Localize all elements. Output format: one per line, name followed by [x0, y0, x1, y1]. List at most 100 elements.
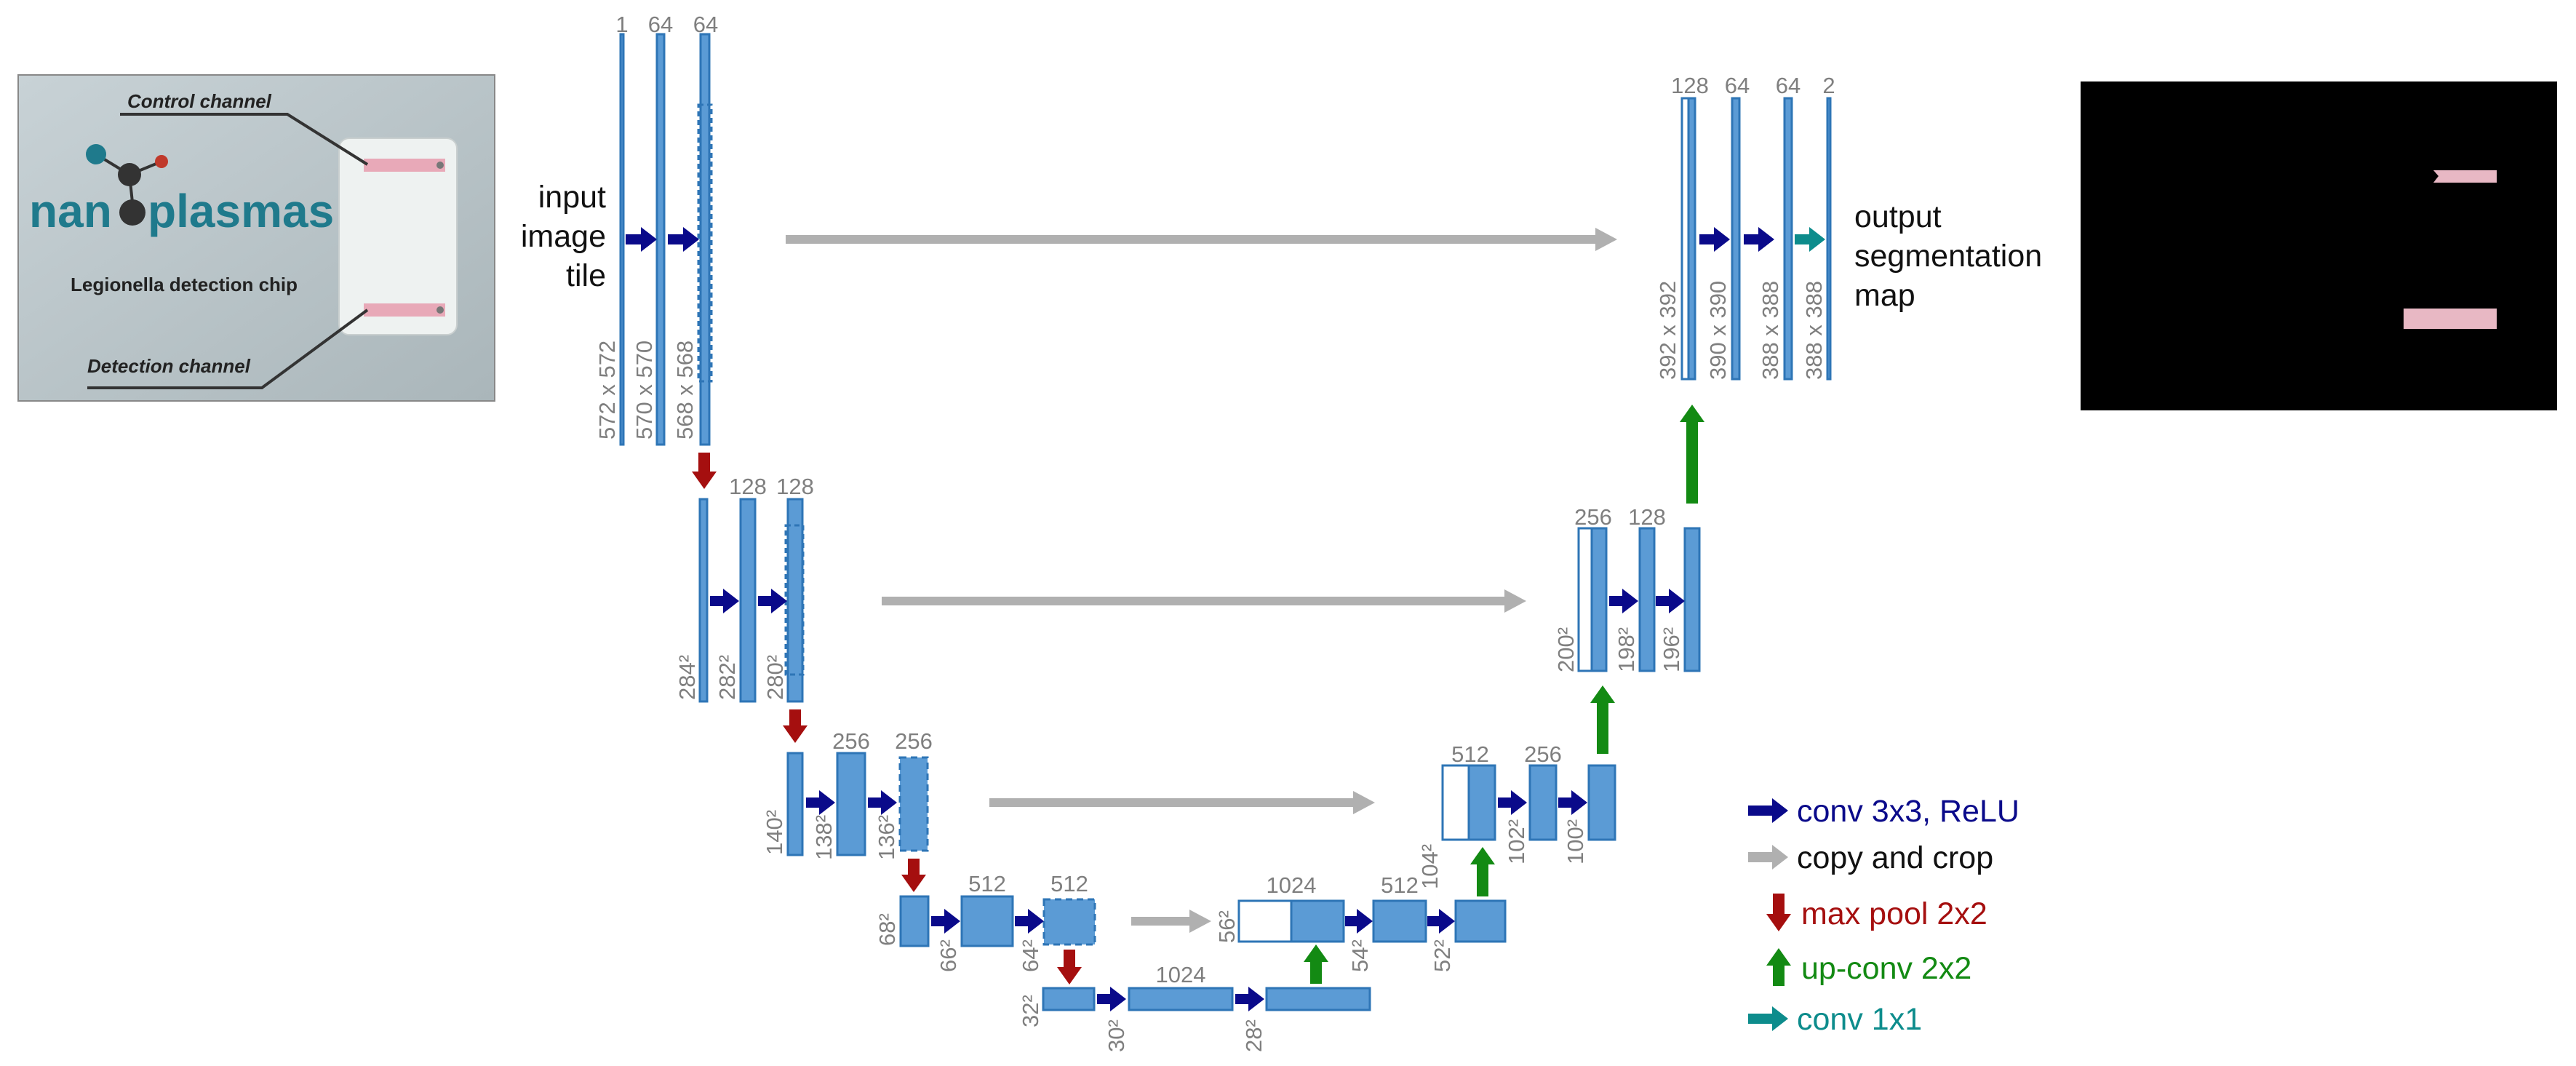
upconv-arrow-u2-shaft [1686, 421, 1698, 504]
legend-item-5-right-arrow-icon-shaft [1748, 1014, 1774, 1024]
u3-conv2-block [1587, 764, 1616, 841]
conv-arrow-l5-a-head [1110, 987, 1126, 1011]
pool-arrow-l1 [692, 453, 717, 489]
l2-channels-1: 128 [729, 474, 767, 499]
legend-item-1-right-arrow-icon-shaft [1748, 806, 1774, 816]
l5-size-2: 30² [1104, 1019, 1129, 1052]
conv-arrow-l5-a-shaft [1097, 994, 1112, 1004]
copy-arrow-l4 [1131, 910, 1211, 933]
conv-arrow-u2-a-head [1622, 589, 1638, 613]
conv-arrow-l2-a-head [723, 589, 739, 613]
conv-arrow-l3-b-shaft [868, 797, 882, 808]
conv-arrow-u1-b-head [1758, 227, 1774, 252]
l2-size-2: 282² [714, 655, 740, 700]
conv-arrow-l2-b-shaft [758, 596, 773, 606]
conv-arrow-l5-b-shaft [1235, 994, 1250, 1004]
pool-arrow-l2-shaft [789, 709, 801, 727]
u2-size-3: 196² [1659, 627, 1684, 672]
upconv-arrow-u2-head [1680, 405, 1704, 422]
l3-size-1: 140² [762, 810, 787, 855]
copy-arrow-l3-head [1353, 791, 1375, 814]
conv-arrow-l3-a-head [819, 790, 835, 815]
upconv-arrow-u4-head [1470, 847, 1495, 864]
l4-conv1-block [960, 895, 1014, 947]
u4-conv2-block [1454, 899, 1507, 943]
u4-copy-block [1237, 899, 1293, 943]
l4-pool-block [899, 895, 930, 947]
u3-size-2: 102² [1504, 819, 1529, 864]
l5-pool-block [1042, 987, 1096, 1011]
conv-arrow-u1-b [1744, 227, 1774, 252]
l4-channels-2: 512 [1050, 871, 1088, 896]
copy-arrow-l4-head [1189, 910, 1211, 933]
l2-conv2-block [786, 498, 804, 703]
output-label-line-1: output [1854, 199, 1942, 234]
l3-size-3: 136² [874, 815, 899, 860]
upconv-arrow-l5-shaft [1310, 960, 1322, 984]
copy-arrow-l3 [989, 791, 1375, 814]
pool-arrow-l2-head [783, 725, 808, 743]
l1-input-block [619, 33, 625, 446]
u1-channels-2: 64 [1725, 73, 1750, 98]
l3-channels-2: 256 [895, 728, 933, 754]
u4-conv1-block [1372, 899, 1427, 943]
u3-channels-1: 512 [1451, 741, 1489, 767]
l5-conv1-block [1128, 987, 1234, 1011]
pool-arrow-l4-shaft [1064, 950, 1075, 968]
copy-arrow-l2-head [1504, 589, 1526, 613]
l1-channels-1: 1 [615, 12, 628, 37]
l2-pool-block [698, 498, 709, 703]
u1-size-4: 388 x 388 [1801, 281, 1827, 380]
conv-arrow-l4-a-shaft [931, 916, 946, 926]
u2-copy-block [1577, 527, 1593, 672]
conv-arrow-l2-a [710, 589, 739, 613]
u1-size-1: 392 x 392 [1655, 281, 1680, 380]
upconv-arrow-u3 [1590, 685, 1615, 754]
u4-channels-1: 1024 [1267, 872, 1317, 898]
conv-arrow-u3-b [1558, 790, 1587, 815]
copy-arrow-l1-shaft [786, 235, 1597, 244]
pool-arrow-l3-shaft [908, 859, 920, 876]
l2-size-3: 280² [762, 655, 788, 700]
l4-size-2: 66² [936, 939, 961, 972]
l1-conv2-block [699, 33, 711, 446]
l1-size-3: 568 x 568 [672, 341, 698, 439]
u1-conv2-block [1783, 97, 1793, 381]
conv-arrow-l5-a [1097, 987, 1126, 1011]
l4-conv2-block [1042, 898, 1096, 946]
legend-item-3-down-arrow-icon-shaft [1773, 894, 1785, 915]
input-label-line-2: image [521, 219, 606, 254]
l1-crop-region [697, 103, 713, 383]
conv1x1-arrow-u1 [1795, 227, 1825, 252]
l5-size-1: 32² [1018, 995, 1043, 1027]
legend-item-1-right-arrow-icon [1748, 798, 1788, 823]
l3-conv1-block [836, 752, 866, 856]
legend-item-3-down-arrow-icon-head [1766, 914, 1791, 931]
legend-item-2-right-arrow-icon [1748, 845, 1788, 870]
u2-channels-2: 128 [1628, 504, 1666, 530]
l4-channels-1: 512 [968, 871, 1006, 896]
u1-channels-4: 2 [1822, 73, 1835, 98]
u3-size-3: 100² [1563, 819, 1588, 864]
u3-size-1: 104² [1417, 844, 1443, 889]
l1-size-2: 570 x 570 [631, 341, 657, 439]
conv-arrow-u3-a-shaft [1498, 797, 1512, 808]
conv-arrow-l1-b-head [683, 227, 699, 252]
upconv-arrow-u4-shaft [1477, 863, 1488, 896]
conv-arrow-l5-b [1235, 987, 1264, 1011]
upconv-arrow-l5-head [1304, 944, 1328, 962]
conv-arrow-u3-b-shaft [1558, 797, 1573, 808]
legend-item-2-right-arrow-icon-shaft [1748, 852, 1774, 862]
legend-item-2-label: copy and crop [1797, 840, 1993, 875]
conv-arrow-l1-b-shaft [668, 234, 685, 244]
l2-channels-2: 128 [776, 474, 814, 499]
l1-conv1-block [655, 33, 666, 446]
pool-arrow-l3-head [901, 875, 926, 892]
conv-arrow-u4-a [1345, 909, 1373, 934]
copy-arrow-l2-shaft [882, 597, 1506, 605]
conv-arrow-u4-b-head [1439, 909, 1455, 934]
u4-channels-2: 512 [1381, 872, 1419, 898]
upconv-arrow-u4 [1470, 847, 1495, 896]
legend-item-4-label: up-conv 2x2 [1801, 951, 1971, 986]
pool-arrow-l4-head [1057, 967, 1082, 985]
